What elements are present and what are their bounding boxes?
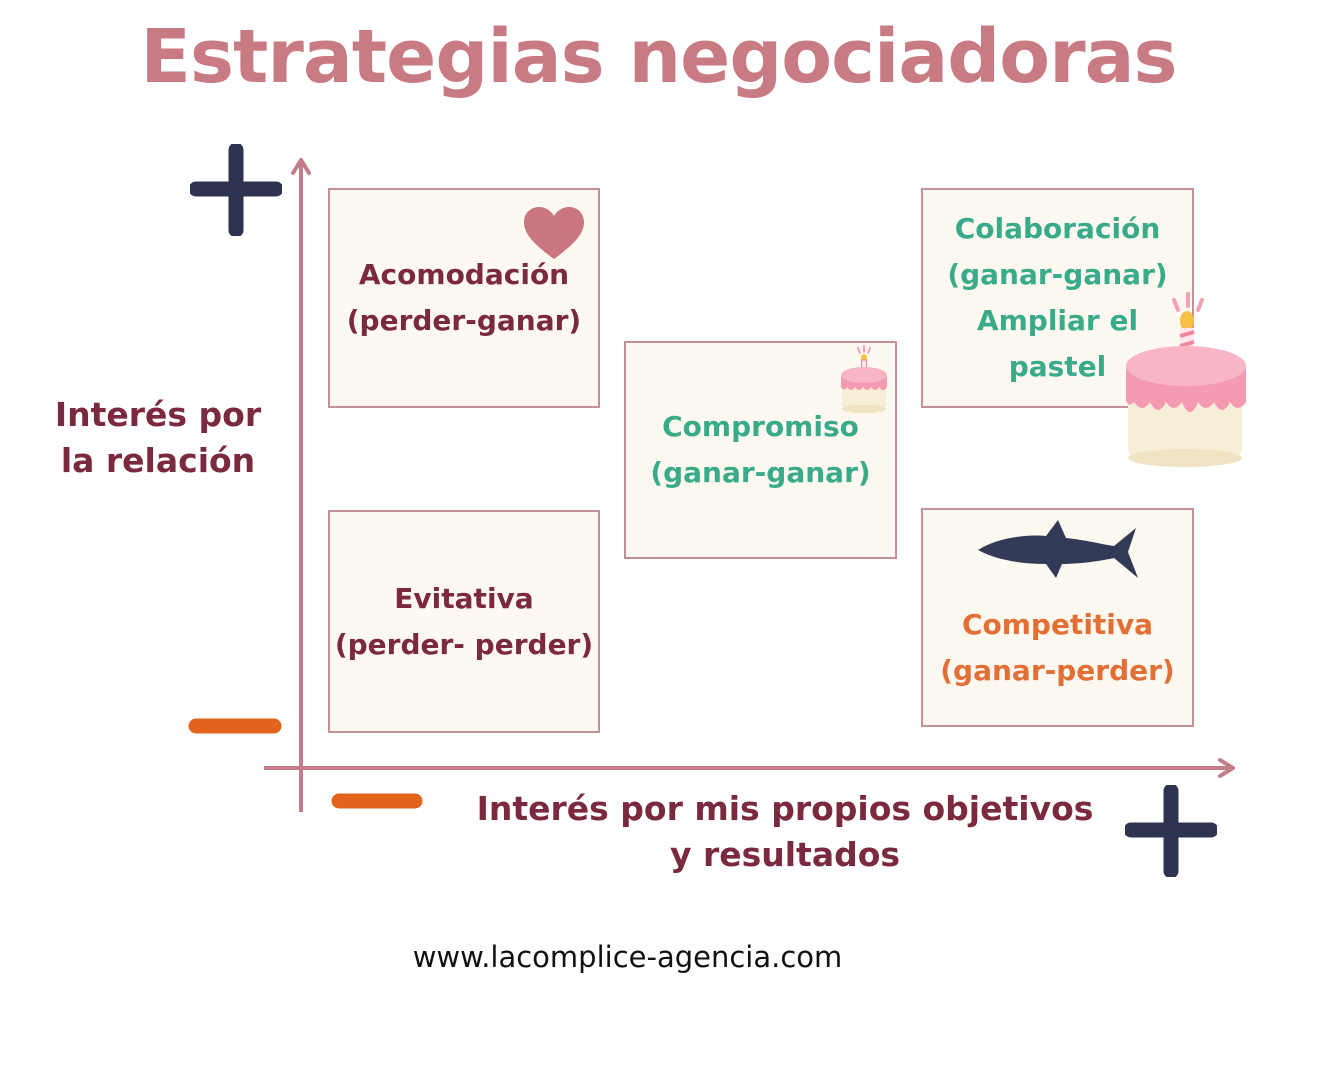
quadrant-title: Evitativa — [394, 581, 534, 615]
quadrant-title: Acomodación — [358, 258, 570, 291]
cake-icon — [1126, 292, 1246, 467]
y-axis-label: Interés por la relación — [40, 392, 276, 484]
x-axis-label-line: Interés por mis propios objetivos — [476, 789, 1094, 828]
x-axis-arrowhead — [1218, 758, 1235, 778]
heart-icon — [524, 207, 584, 259]
cake-icon — [841, 345, 887, 413]
website-url: www.lacomplice-agencia.com — [412, 940, 843, 974]
minus-icon — [188, 718, 282, 734]
quadrant-title: Compromiso — [662, 410, 859, 443]
y-axis-label-line: la relación — [60, 441, 256, 480]
plus-icon — [1125, 785, 1217, 877]
quadrant-title: Competitiva — [961, 607, 1154, 641]
y-axis-arrowhead — [291, 158, 311, 175]
quadrant-subtitle: (ganar-ganar) — [947, 258, 1168, 291]
quadrant-evitativa: Evitativa (perder- perder) — [328, 510, 600, 733]
page-title: Estrategias negociadoras — [140, 14, 1177, 100]
x-axis-label: Interés por mis propios objetivos y resu… — [470, 786, 1100, 878]
quadrant-acomodacion: Acomodación (perder-ganar) — [328, 188, 600, 408]
quadrant-subtitle: (perder-ganar) — [346, 304, 582, 337]
x-axis-label-line: y resultados — [669, 835, 901, 874]
minus-icon — [331, 793, 423, 809]
quadrant-title: Colaboración — [954, 212, 1161, 245]
quadrant-compromiso: Compromiso (ganar-ganar) — [624, 341, 897, 559]
quadrant-subtitle: (ganar-ganar) — [650, 456, 871, 489]
quadrant-note: Ampliar el — [976, 304, 1139, 337]
y-axis-label-line: Interés por — [54, 395, 262, 434]
quadrant-subtitle: (ganar-perder) — [940, 653, 1175, 687]
quadrant-subtitle: (perder- perder) — [334, 627, 594, 661]
quadrant-note: pastel — [1008, 350, 1107, 383]
shark-icon — [978, 520, 1138, 578]
plus-icon — [190, 144, 282, 236]
